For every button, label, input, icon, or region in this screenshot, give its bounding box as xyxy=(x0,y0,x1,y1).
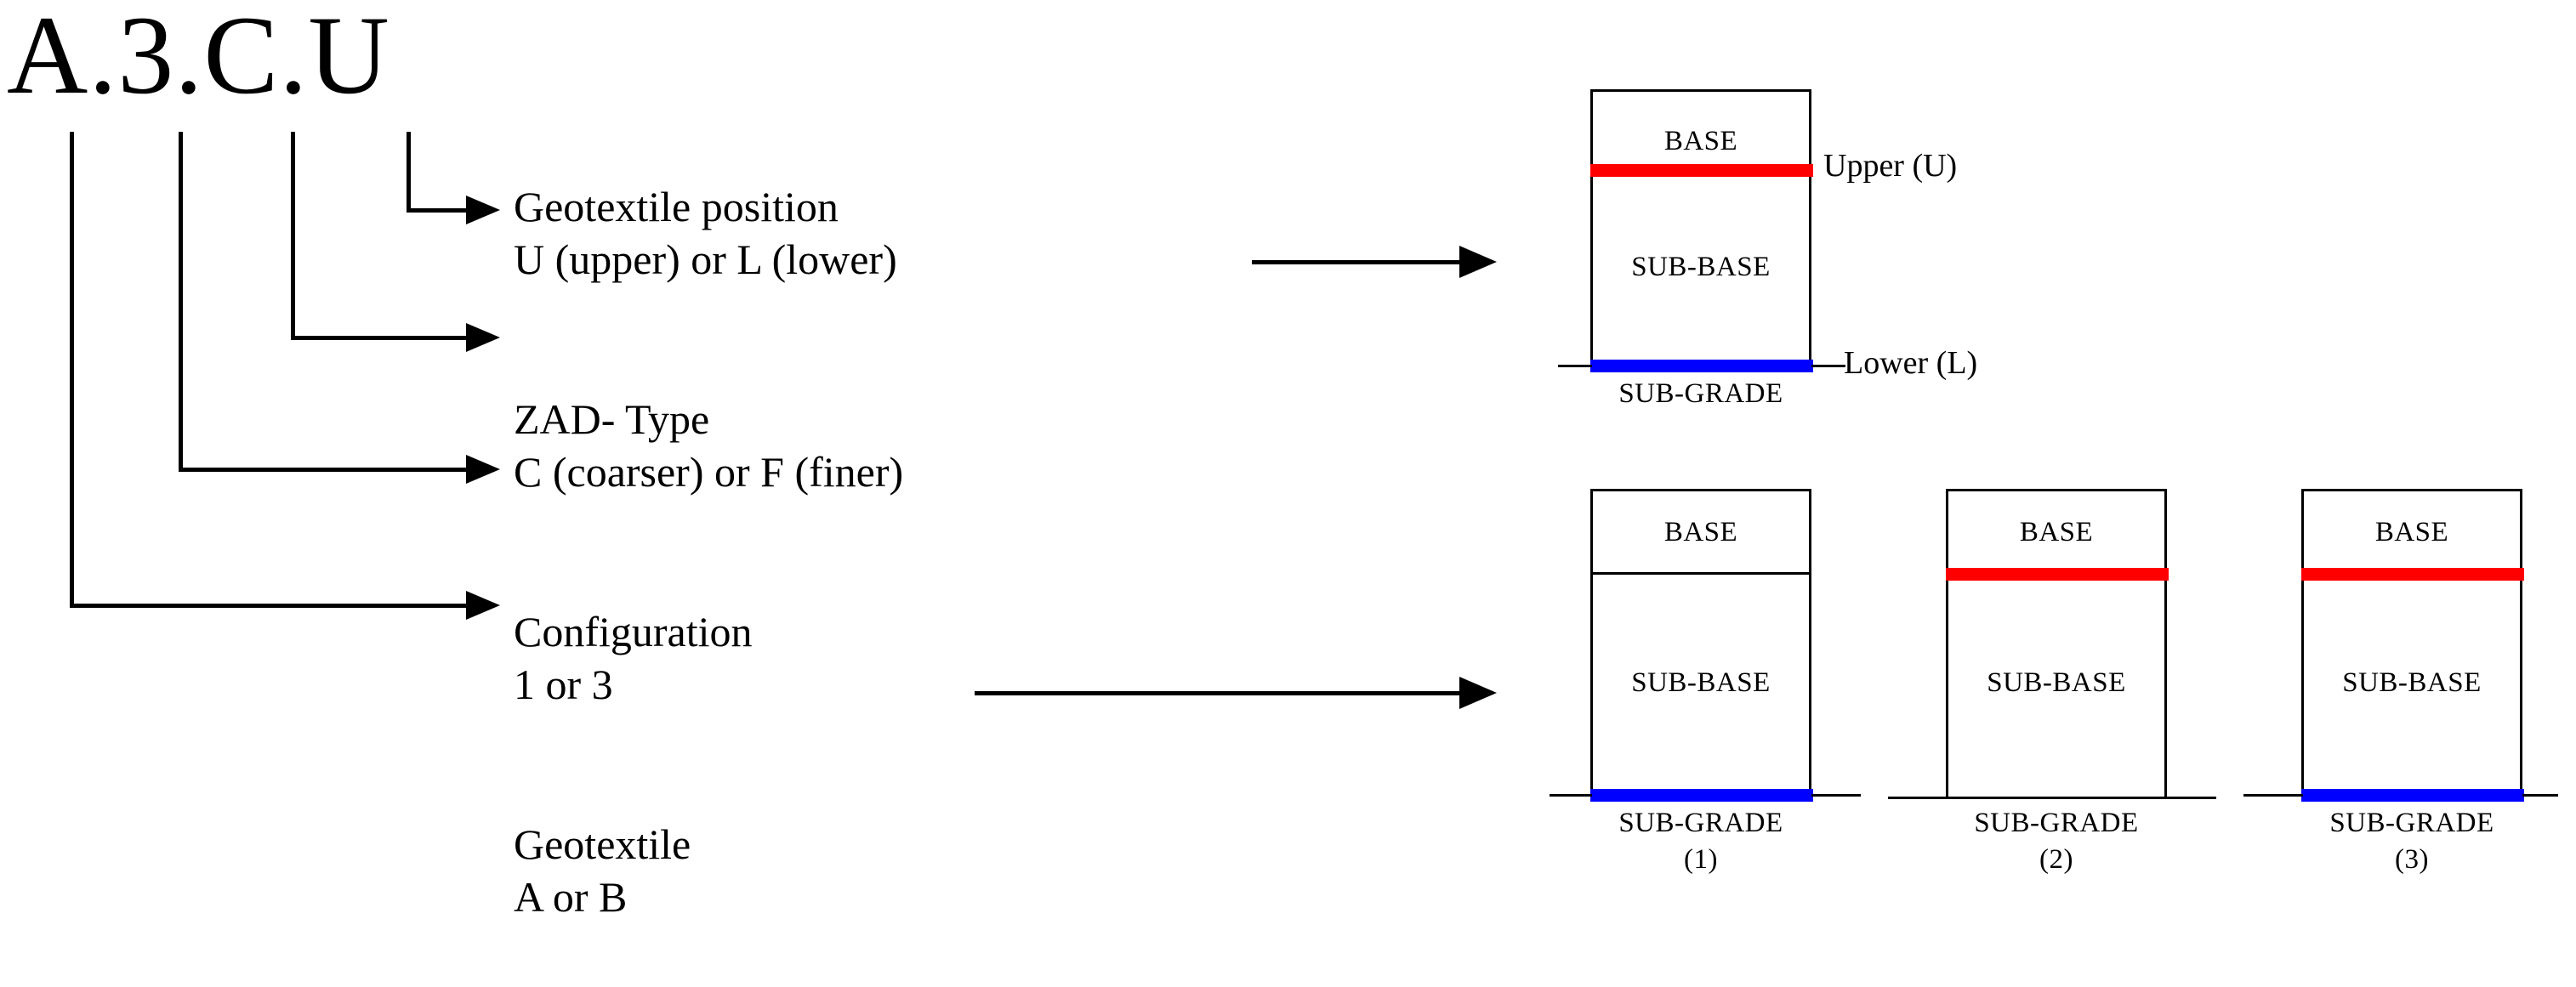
config1-subgrade-text: SUB-GRADE xyxy=(1618,808,1783,838)
position-lower-geotextile xyxy=(1590,360,1813,372)
legend-options-geotextile: A or B xyxy=(514,873,628,921)
leader-horizontal-3 xyxy=(179,468,469,472)
legend-heading-configuration: Configuration xyxy=(514,608,753,655)
config3-number: (3) xyxy=(2395,844,2429,875)
position-ground-tick-left xyxy=(1558,365,1592,367)
position-section-box xyxy=(1590,89,1811,370)
config3-caption: SUB-GRADE (3) xyxy=(2301,808,2522,876)
config1-lower-geotextile xyxy=(1590,789,1813,802)
position-lower-side-label: Lower (L) xyxy=(1844,345,1978,381)
config3-base-label: BASE xyxy=(2374,517,2449,547)
legend-options-geotextile-position: U (upper) or L (lower) xyxy=(514,235,897,283)
legend-entry-geotextile-position: Geotextile position U (upper) or L (lowe… xyxy=(514,180,897,286)
config2-subgrade-text: SUB-GRADE xyxy=(1974,808,2139,838)
config3-subgrade-text: SUB-GRADE xyxy=(2329,808,2494,838)
figure-configuration-2: BASE SUB-BASE SUB-GRADE (2) xyxy=(1888,485,2216,884)
position-subbase-label: SUB-BASE xyxy=(1631,252,1771,282)
position-upper-side-label: Upper (U) xyxy=(1823,148,1958,184)
connector-line-position xyxy=(1252,260,1464,264)
config2-ground-tick-right xyxy=(2165,797,2216,799)
leader-vertical-3 xyxy=(179,132,183,472)
config3-upper-geotextile xyxy=(2301,568,2524,581)
config2-upper-geotextile xyxy=(1946,568,2169,581)
config1-subbase-label: SUB-BASE xyxy=(1631,667,1771,698)
leader-arrowhead-u xyxy=(466,196,500,224)
leader-vertical-u xyxy=(407,132,411,213)
position-ground-tick-right xyxy=(1811,365,1845,367)
position-upper-geotextile xyxy=(1590,164,1813,177)
connector-arrowhead-position xyxy=(1459,246,1497,278)
config1-number: (1) xyxy=(1684,844,1718,875)
leader-vertical-c xyxy=(291,132,295,340)
connector-line-configuration xyxy=(975,691,1464,695)
config1-ground-tick-left xyxy=(1550,794,1592,797)
leader-arrowhead-3 xyxy=(466,455,500,484)
config2-caption: SUB-GRADE (2) xyxy=(1946,808,2167,876)
config1-section-box xyxy=(1590,489,1811,799)
position-subgrade-text: SUB-GRADE xyxy=(1618,378,1783,409)
code-title: A.3.C.U xyxy=(7,0,390,117)
leader-horizontal-c xyxy=(291,336,469,340)
config1-layer-divider xyxy=(1590,572,1811,575)
position-subgrade-label: SUB-GRADE xyxy=(1590,378,1811,410)
leader-vertical-a xyxy=(70,132,74,608)
legend-heading-zad-type: ZAD- Type xyxy=(514,395,710,443)
legend-entry-configuration: Configuration 1 or 3 xyxy=(514,605,753,711)
config2-section-box xyxy=(1946,489,2167,799)
leader-horizontal-u xyxy=(407,208,469,213)
legend-options-configuration: 1 or 3 xyxy=(514,661,613,708)
position-base-label: BASE xyxy=(1663,126,1738,156)
config3-subbase-label: SUB-BASE xyxy=(2342,667,2482,698)
config1-caption: SUB-GRADE (1) xyxy=(1590,808,1811,876)
leader-arrowhead-a xyxy=(466,591,500,620)
config2-number: (2) xyxy=(2039,844,2073,875)
figure-geotextile-position: BASE SUB-BASE Upper (U) Lower (L) SUB-GR… xyxy=(1558,85,2094,442)
config1-ground-tick-right xyxy=(1811,794,1861,797)
config2-subbase-label: SUB-BASE xyxy=(1987,667,2126,698)
config1-base-label: BASE xyxy=(1663,517,1738,547)
figure-configuration-3: BASE SUB-BASE SUB-GRADE (3) xyxy=(2243,485,2567,884)
figure-configuration-1: BASE SUB-BASE SUB-GRADE (1) xyxy=(1550,485,1861,884)
leader-horizontal-a xyxy=(70,604,469,608)
leader-arrowhead-c xyxy=(466,323,500,352)
legend-heading-geotextile: Geotextile xyxy=(514,820,691,868)
legend-entry-geotextile: Geotextile A or B xyxy=(514,818,691,923)
legend-options-zad-type: C (coarser) or F (finer) xyxy=(514,448,904,496)
config2-ground-tick-left xyxy=(1888,797,1948,799)
config3-ground-tick-left xyxy=(2243,794,2303,797)
config3-ground-tick-right xyxy=(2522,794,2558,797)
config2-base-label: BASE xyxy=(2019,517,2094,547)
connector-arrowhead-configuration xyxy=(1459,677,1497,709)
legend-entry-zad-type: ZAD- Type C (coarser) or F (finer) xyxy=(514,393,903,498)
config3-section-box xyxy=(2301,489,2522,799)
legend-heading-geotextile-position: Geotextile position xyxy=(514,183,839,230)
config3-lower-geotextile xyxy=(2301,789,2524,802)
